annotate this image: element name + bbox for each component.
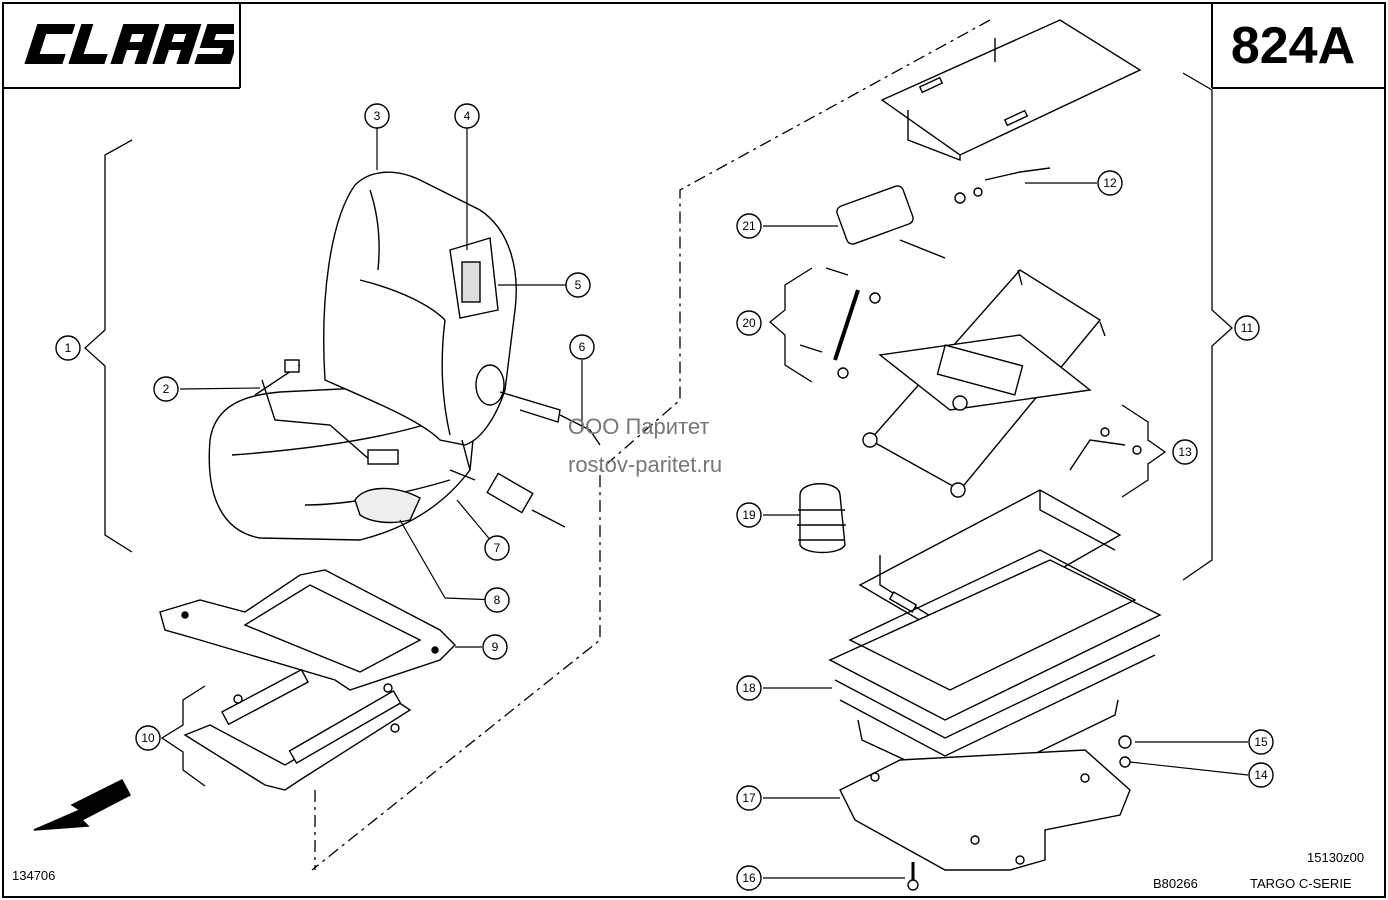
callout-19: 19 (736, 502, 762, 528)
callout-circle (153, 376, 179, 402)
callout-18: 18 (736, 675, 762, 701)
callout-circle (484, 535, 510, 561)
callout-number: 14 (1254, 768, 1268, 782)
callout-number: 3 (374, 109, 381, 123)
callout-number: 20 (742, 316, 756, 330)
seat-plate (159, 569, 456, 691)
callout-9: 9 (482, 634, 508, 660)
callout-7: 7 (484, 535, 510, 561)
callout-circle (1234, 315, 1260, 341)
callout-11: 11 (1234, 315, 1260, 341)
callout-circle (1248, 762, 1274, 788)
callout-number: 1 (65, 341, 72, 355)
callout-number: 7 (494, 541, 501, 555)
footer-center-code: B80266 (1153, 876, 1198, 891)
claas-logo-graphic (24, 24, 244, 64)
callout-2: 2 (153, 376, 179, 402)
callout-circle (1097, 170, 1123, 196)
callout-1: 1 (55, 335, 81, 361)
callout-8: 8 (484, 587, 510, 613)
callout-circle (482, 634, 508, 660)
watermark-company: ООО Паритет (568, 414, 710, 439)
claas-logo (14, 16, 244, 72)
slide-rails (183, 668, 412, 791)
callout-circle (135, 725, 161, 751)
callout-number: 2 (163, 382, 170, 396)
direction-arrow (33, 779, 132, 831)
callout-circle (736, 502, 762, 528)
callout-17: 17 (736, 785, 762, 811)
callout-6: 6 (569, 334, 595, 360)
callout-circle (1172, 439, 1198, 465)
leader-lines (179, 128, 1249, 879)
callout-21: 21 (736, 213, 762, 239)
callout-circle (736, 213, 762, 239)
callout-13: 13 (1172, 439, 1198, 465)
callout-15: 15 (1248, 729, 1274, 755)
callout-number: 4 (464, 109, 471, 123)
callout-circle (736, 785, 762, 811)
footer-left-code: 134706 (12, 868, 56, 883)
callout-number: 6 (579, 340, 586, 354)
page-code: 824A (1230, 17, 1356, 75)
callout-number: 21 (742, 219, 756, 233)
callout-number: 10 (141, 731, 155, 745)
callout-circle (454, 103, 480, 129)
callout-number: 8 (494, 593, 501, 607)
callout-circle (736, 865, 762, 891)
callout-number: 13 (1178, 445, 1192, 459)
callout-circle (364, 103, 390, 129)
callout-number: 19 (742, 508, 756, 522)
callout-3: 3 (364, 103, 390, 129)
callout-number: 12 (1103, 176, 1117, 190)
callout-number: 5 (575, 278, 582, 292)
group-brackets (84, 72, 1233, 787)
callout-circle (569, 334, 595, 360)
callout-circle (55, 335, 81, 361)
callout-number: 16 (742, 871, 756, 885)
callout-circle (1248, 729, 1274, 755)
callout-number: 9 (492, 640, 499, 654)
callout-16: 16 (736, 865, 762, 891)
callout-circle (736, 310, 762, 336)
callout-5: 5 (565, 272, 591, 298)
callout-20: 20 (736, 310, 762, 336)
callout-number: 11 (1241, 321, 1254, 335)
suspension-assembly (797, 19, 1162, 891)
seat-assembly (208, 171, 601, 541)
callout-circle (484, 587, 510, 613)
callout-circle (736, 675, 762, 701)
callout-number: 15 (1254, 735, 1268, 749)
callout-circle (565, 272, 591, 298)
callout-14: 14 (1248, 762, 1274, 788)
footer-right-code: 15130z00 (1307, 850, 1365, 865)
section-divider (311, 19, 991, 871)
callout-10: 10 (135, 725, 161, 751)
callout-number: 17 (742, 791, 756, 805)
callout-4: 4 (454, 103, 480, 129)
callout-12: 12 (1097, 170, 1123, 196)
callout-number: 18 (742, 681, 756, 695)
watermark-url: rostov-paritet.ru (568, 452, 723, 477)
footer-series: TARGO C-SERIE (1250, 876, 1352, 891)
